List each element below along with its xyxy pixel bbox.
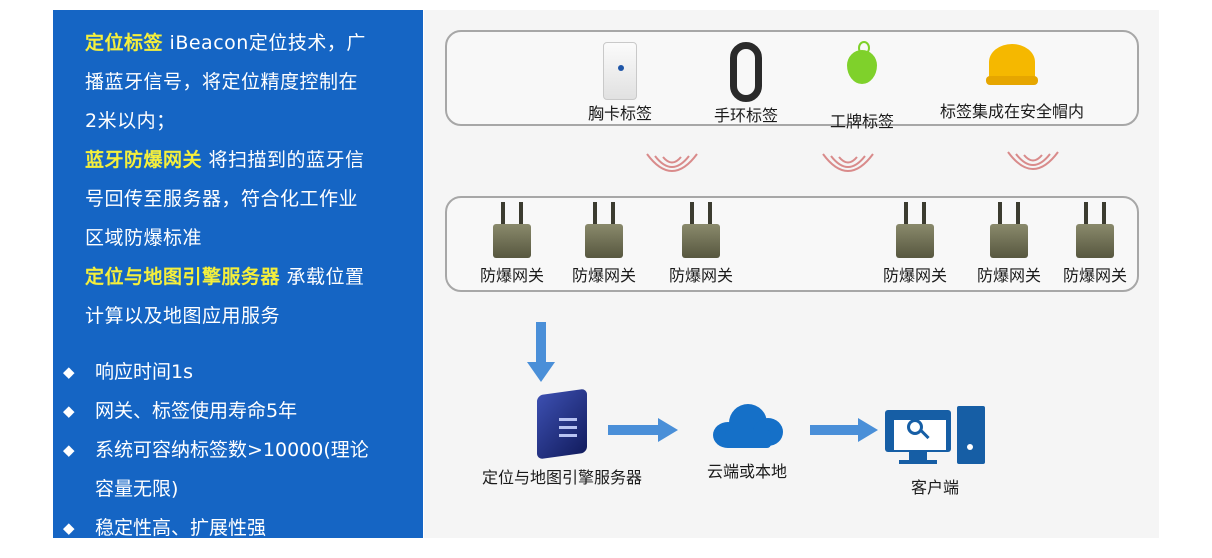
helmet-icon [986,40,1038,98]
feature-locating-tag: 定位标签 iBeacon定位技术，广 播蓝牙信号，将定位精度控制在 2米以内； [85,24,405,141]
keyfob-tag-icon [847,41,877,84]
feature-text: 计算以及地图应用服务 [85,305,281,327]
tag-card: 胸卡标签 [580,42,660,124]
gateway-item: 防爆网关 [872,202,958,286]
gateway-icon [1074,202,1116,262]
bullet-item: ◆系统可容纳标签数>10000(理论 [63,431,405,470]
client-node: 客户端 [880,406,990,498]
diamond-bullet-icon: ◆ [63,441,75,459]
feature-text: iBeacon定位技术，广 [163,32,366,54]
gateway-item: 防爆网关 [658,202,744,286]
feature-text: 区域防爆标准 [85,227,203,249]
bluetooth-signal-icon [1007,151,1059,170]
bullet-item-continued: 容量无限) [95,478,179,500]
down-arrow-icon [527,322,555,382]
diamond-bullet-icon: ◆ [63,519,75,537]
gateway-icon [680,202,722,262]
feature-text: 播蓝牙信号，将定位精度控制在 [85,71,359,93]
gateway-icon [988,202,1030,262]
server-label: 定位与地图引擎服务器 [481,468,642,487]
gateway-item: 防爆网关 [469,202,555,286]
diamond-bullet-icon: ◆ [63,402,75,420]
tag-label: 标签集成在安全帽内 [939,102,1084,121]
right-arrow-icon [608,418,678,442]
tag-wristband: 手环标签 [706,42,786,126]
tag-keyfob: 工牌标签 [822,41,902,132]
server-icon [531,388,593,460]
gateway-label: 防爆网关 [882,266,947,285]
feature-text: 将扫描到的蓝牙信 [202,149,365,171]
gateway-label: 防爆网关 [976,266,1041,285]
feature-title: 定位与地图引擎服务器 [85,266,281,288]
server-node: 定位与地图引擎服务器 [462,388,662,488]
gateway-label: 防爆网关 [668,266,733,285]
gateway-label: 防爆网关 [571,266,636,285]
bullet-item: ◆响应时间1s [63,353,405,392]
wristband-icon [730,42,762,102]
gateway-icon [894,202,936,262]
feature-server: 定位与地图引擎服务器 承载位置 计算以及地图应用服务 [85,258,405,336]
bluetooth-signal-icon [646,153,698,172]
feature-title: 蓝牙防爆网关 [85,149,203,171]
feature-text: 2米以内； [85,110,176,132]
architecture-diagram: 胸卡标签 手环标签 工牌标签 标签集成在安全帽内 防爆网关 防爆网关 防爆网关 [424,10,1159,538]
gateway-icon [491,202,533,262]
cloud-icon [709,400,785,450]
tag-label: 手环标签 [713,106,778,125]
gateway-label: 防爆网关 [1062,266,1127,285]
computer-icon [883,406,987,466]
bullet-item: ◆网关、标签使用寿命5年 [63,392,405,431]
cloud-node: 云端或本地 [692,400,802,482]
feature-title: 定位标签 [85,32,164,54]
feature-text: 承载位置 [280,266,365,288]
diamond-bullet-icon: ◆ [63,363,75,381]
cloud-label: 云端或本地 [706,462,787,481]
gateway-item: 防爆网关 [966,202,1052,286]
bullet-item: ◆稳定性高、扩展性强 [63,509,405,548]
bluetooth-signal-icon [822,153,874,172]
feature-text: 号回传至服务器，符合化工作业 [85,188,359,210]
gateway-item: 防爆网关 [561,202,647,286]
tag-label: 工牌标签 [829,112,894,131]
feature-description-panel: 定位标签 iBeacon定位技术，广 播蓝牙信号，将定位精度控制在 2米以内； … [53,10,423,539]
right-arrow-icon [810,418,878,442]
gateway-icon [583,202,625,262]
client-label: 客户端 [910,478,959,497]
gateway-label: 防爆网关 [479,266,544,285]
tag-helmet: 标签集成在安全帽内 [920,40,1104,122]
tag-label: 胸卡标签 [587,104,652,123]
card-tag-icon [603,42,637,100]
feature-gateway: 蓝牙防爆网关 将扫描到的蓝牙信 号回传至服务器，符合化工作业 区域防爆标准 [85,141,405,258]
spec-bullet-list: ◆响应时间1s ◆网关、标签使用寿命5年 ◆系统可容纳标签数>10000(理论 … [63,353,405,548]
gateway-item: 防爆网关 [1052,202,1138,286]
